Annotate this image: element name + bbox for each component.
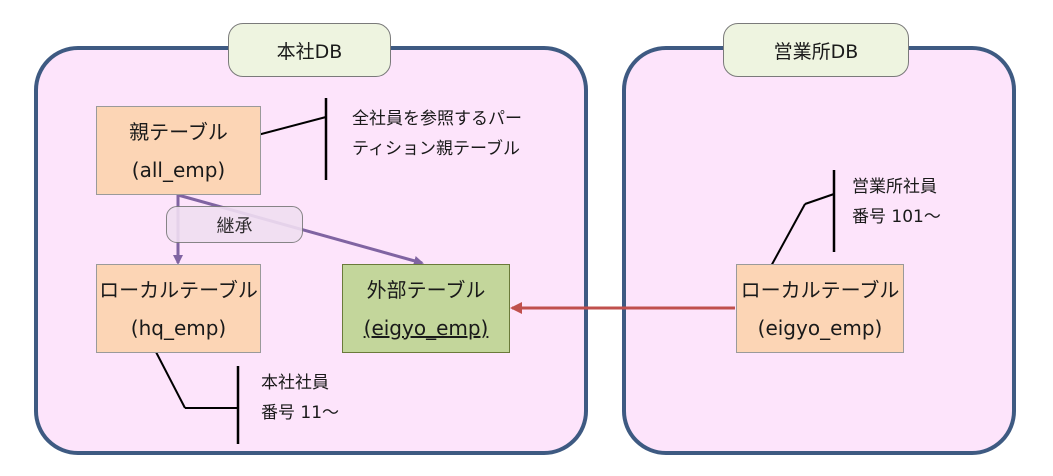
parent-note-line: 全社員を参照するパー <box>352 109 522 129</box>
callout-eigyo-leader-2 <box>804 193 835 205</box>
parent-table-note: 全社員を参照するパー ティション親テーブル <box>352 104 522 164</box>
hq-note-line: 本社社員 <box>261 373 329 393</box>
foreign-table-box: 外部テーブル (eigyo_emp) <box>342 264 510 353</box>
parent-note-line: ティション親テーブル <box>352 139 520 159</box>
hq-note-line: 番号 11〜 <box>261 403 340 423</box>
hq-local-table-id: (hq_emp) <box>130 315 227 340</box>
eigyo-local-table-box: ローカルテーブル (eigyo_emp) <box>736 264 904 353</box>
eigyo-note-line: 番号 101〜 <box>852 207 941 227</box>
eigyo-db-container <box>622 46 1016 455</box>
hq-local-table-box: ローカルテーブル (hq_emp) <box>96 264 261 353</box>
eigyo-note-line: 営業所社員 <box>852 177 937 197</box>
callout-hq-leader <box>155 351 186 409</box>
eigyo-local-table-id: (eigyo_emp) <box>757 315 883 340</box>
parent-table-box: 親テーブル (all_emp) <box>96 106 261 195</box>
inherit-label: 継承 <box>166 206 303 243</box>
foreign-table-id: (eigyo_emp) <box>363 315 489 340</box>
callout-eigyo-leader <box>769 203 806 269</box>
parent-table-id: (all_emp) <box>131 157 226 182</box>
eigyo-employee-note: 営業所社員 番号 101〜 <box>852 172 941 232</box>
eigyo-local-table-name: ローカルテーブル <box>740 277 900 302</box>
hq-local-table-name: ローカルテーブル <box>99 277 258 302</box>
eigyo-db-title: 営業所DB <box>723 23 909 77</box>
parent-table-name: 親テーブル <box>129 119 228 144</box>
hq-employee-note: 本社社員 番号 11〜 <box>261 368 339 428</box>
foreign-table-name: 外部テーブル <box>366 277 486 302</box>
callout-parent-leader <box>249 116 327 138</box>
hq-db-title: 本社DB <box>228 23 391 77</box>
